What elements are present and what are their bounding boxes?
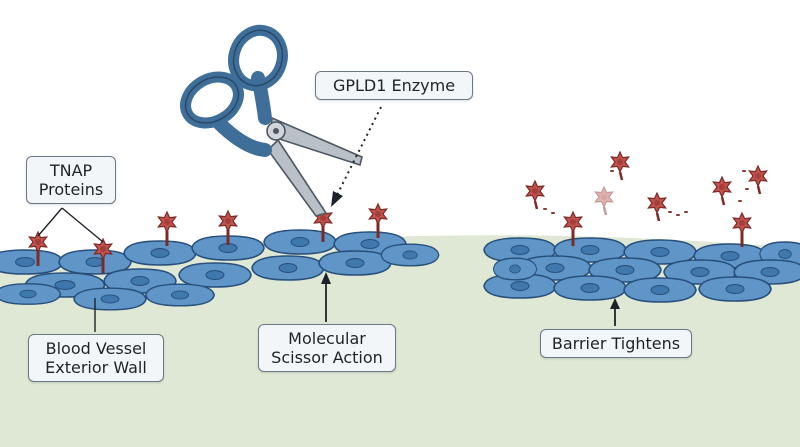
gpld1-enzyme-label: GPLD1 Enzyme xyxy=(315,71,473,100)
scissor-label-line1: Molecular xyxy=(288,329,366,348)
tnap-proteins-label: TNAP Proteins xyxy=(26,156,116,204)
tnap-label-line1: TNAP xyxy=(49,161,93,180)
enzyme-pointer-arrow xyxy=(331,106,382,207)
vessel-wall-right xyxy=(483,237,800,303)
scissor-action-arrow xyxy=(321,272,331,322)
vessel-label-line2: Exterior Wall xyxy=(45,358,147,377)
connector-lines xyxy=(37,207,104,332)
enzyme-label-text: GPLD1 Enzyme xyxy=(332,76,456,95)
barrier-label-text: Barrier Tightens xyxy=(551,334,681,353)
molecular-scissor-label: Molecular Scissor Action xyxy=(258,324,396,372)
blood-vessel-wall-label: Blood Vessel Exterior Wall xyxy=(28,334,164,382)
vessel-label-line1: Blood Vessel xyxy=(45,339,147,358)
barrier-tightens-label: Barrier Tightens xyxy=(540,329,692,358)
released-proteins xyxy=(525,150,768,223)
tnap-label-line2: Proteins xyxy=(38,180,104,199)
scissor-label-line2: Scissor Action xyxy=(271,348,383,367)
scissors-icon xyxy=(180,24,363,217)
barrier-arrow xyxy=(610,298,620,326)
